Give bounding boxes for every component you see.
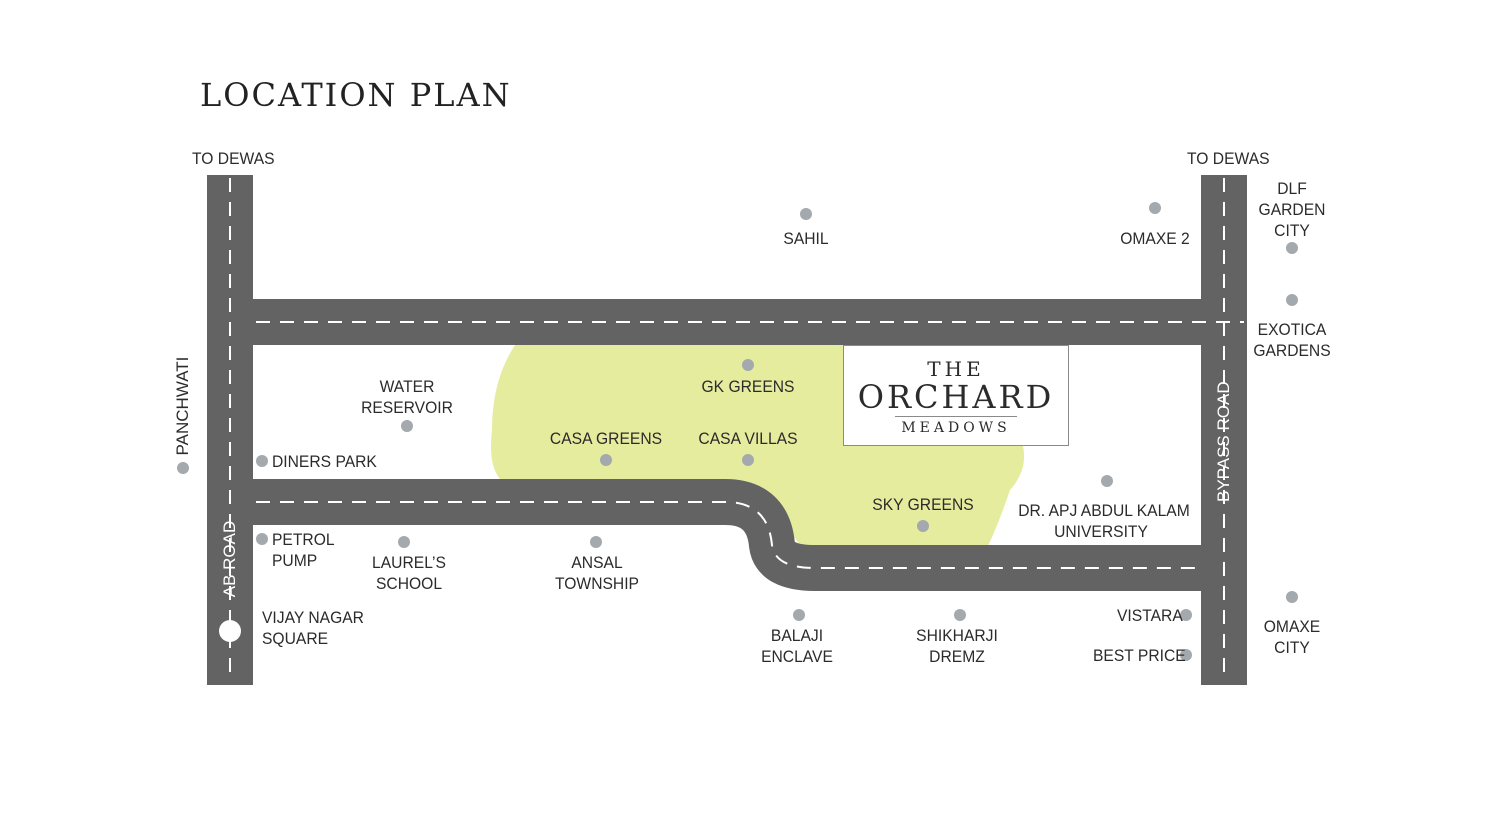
marker-diners-park[interactable] bbox=[256, 455, 268, 467]
marker-dlf-garden-city[interactable] bbox=[1286, 242, 1298, 254]
road-centerlines bbox=[229, 178, 1244, 682]
marker-casa-greens[interactable] bbox=[600, 454, 612, 466]
label-casa-greens: CASA GREENS bbox=[549, 429, 663, 448]
label-vijay-nagar-square: VIJAY NAGAR SQUARE bbox=[262, 608, 364, 648]
label-to-dewas-right: TO DEWAS bbox=[1187, 149, 1270, 168]
marker-petrol-pump[interactable] bbox=[256, 533, 268, 545]
label-ansal-township: ANSAL TOWNSHIP bbox=[554, 553, 640, 593]
label-balaji-enclave: BALAJI ENCLAVE bbox=[761, 626, 833, 666]
project-zone-highlight bbox=[491, 345, 1025, 546]
label-exotica-gardens: EXOTICA GARDENS bbox=[1253, 320, 1331, 360]
marker-best-price[interactable] bbox=[1180, 649, 1192, 661]
marker-gk-greens[interactable] bbox=[742, 359, 754, 371]
page-title: LOCATION PLAN bbox=[200, 76, 512, 114]
marker-omaxe-city[interactable] bbox=[1286, 591, 1298, 603]
landmark-markers bbox=[177, 202, 1298, 661]
label-omaxe-city: OMAXE CITY bbox=[1263, 617, 1321, 657]
label-bypass-road: BYPASS ROAD bbox=[1214, 381, 1233, 502]
marker-panchwati[interactable] bbox=[177, 462, 189, 474]
label-petrol-pump: PETROL PUMP bbox=[272, 530, 335, 570]
label-water-reservoir: WATER RESERVOIR bbox=[361, 377, 453, 417]
marker-omaxe-2[interactable] bbox=[1149, 202, 1161, 214]
marker-vijay-nagar-square[interactable] bbox=[219, 620, 241, 642]
label-vistara: VISTARA bbox=[1117, 606, 1183, 625]
marker-vistara[interactable] bbox=[1180, 609, 1192, 621]
marker-laurels-school[interactable] bbox=[398, 536, 410, 548]
marker-sky-greens[interactable] bbox=[917, 520, 929, 532]
label-sky-greens: SKY GREENS bbox=[872, 495, 974, 514]
marker-water-reservoir[interactable] bbox=[401, 420, 413, 432]
label-shikharji-dremz: SHIKHARJI DREMZ bbox=[916, 626, 998, 666]
marker-exotica-gardens[interactable] bbox=[1286, 294, 1298, 306]
label-diners-park: DINERS PARK bbox=[272, 452, 377, 471]
label-omaxe-2: OMAXE 2 bbox=[1120, 229, 1190, 248]
marker-dr-apj-university[interactable] bbox=[1101, 475, 1113, 487]
label-dlf-garden-city: DLF GARDEN CITY bbox=[1258, 179, 1326, 240]
marker-ansal-township[interactable] bbox=[590, 536, 602, 548]
marker-balaji-enclave[interactable] bbox=[793, 609, 805, 621]
marker-sahil[interactable] bbox=[800, 208, 812, 220]
brand-divider bbox=[895, 416, 1017, 417]
label-best-price: BEST PRICE bbox=[1093, 646, 1186, 665]
marker-shikharji-dremz[interactable] bbox=[954, 609, 966, 621]
label-sahil: SAHIL bbox=[783, 229, 829, 248]
lower-road-centerline bbox=[256, 501, 1198, 569]
project-brand-box[interactable]: THE ORCHARD MEADOWS bbox=[843, 345, 1069, 446]
label-casa-villas: CASA VILLAS bbox=[698, 429, 798, 448]
brand-line-the: THE bbox=[927, 357, 985, 381]
label-dr-apj-university: DR. APJ ABDUL KALAM UNIVERSITY bbox=[1018, 501, 1190, 541]
label-panchwati: PANCHWATI bbox=[173, 356, 192, 456]
label-laurels-school: LAUREL’S SCHOOL bbox=[372, 553, 446, 593]
marker-casa-villas[interactable] bbox=[742, 454, 754, 466]
label-ab-road: AB ROAD bbox=[220, 520, 239, 598]
label-to-dewas-left: TO DEWAS bbox=[192, 149, 275, 168]
brand-line-orchard: ORCHARD bbox=[857, 378, 1055, 416]
brand-line-meadows: MEADOWS bbox=[901, 420, 1011, 436]
label-gk-greens: GK GREENS bbox=[701, 377, 795, 396]
